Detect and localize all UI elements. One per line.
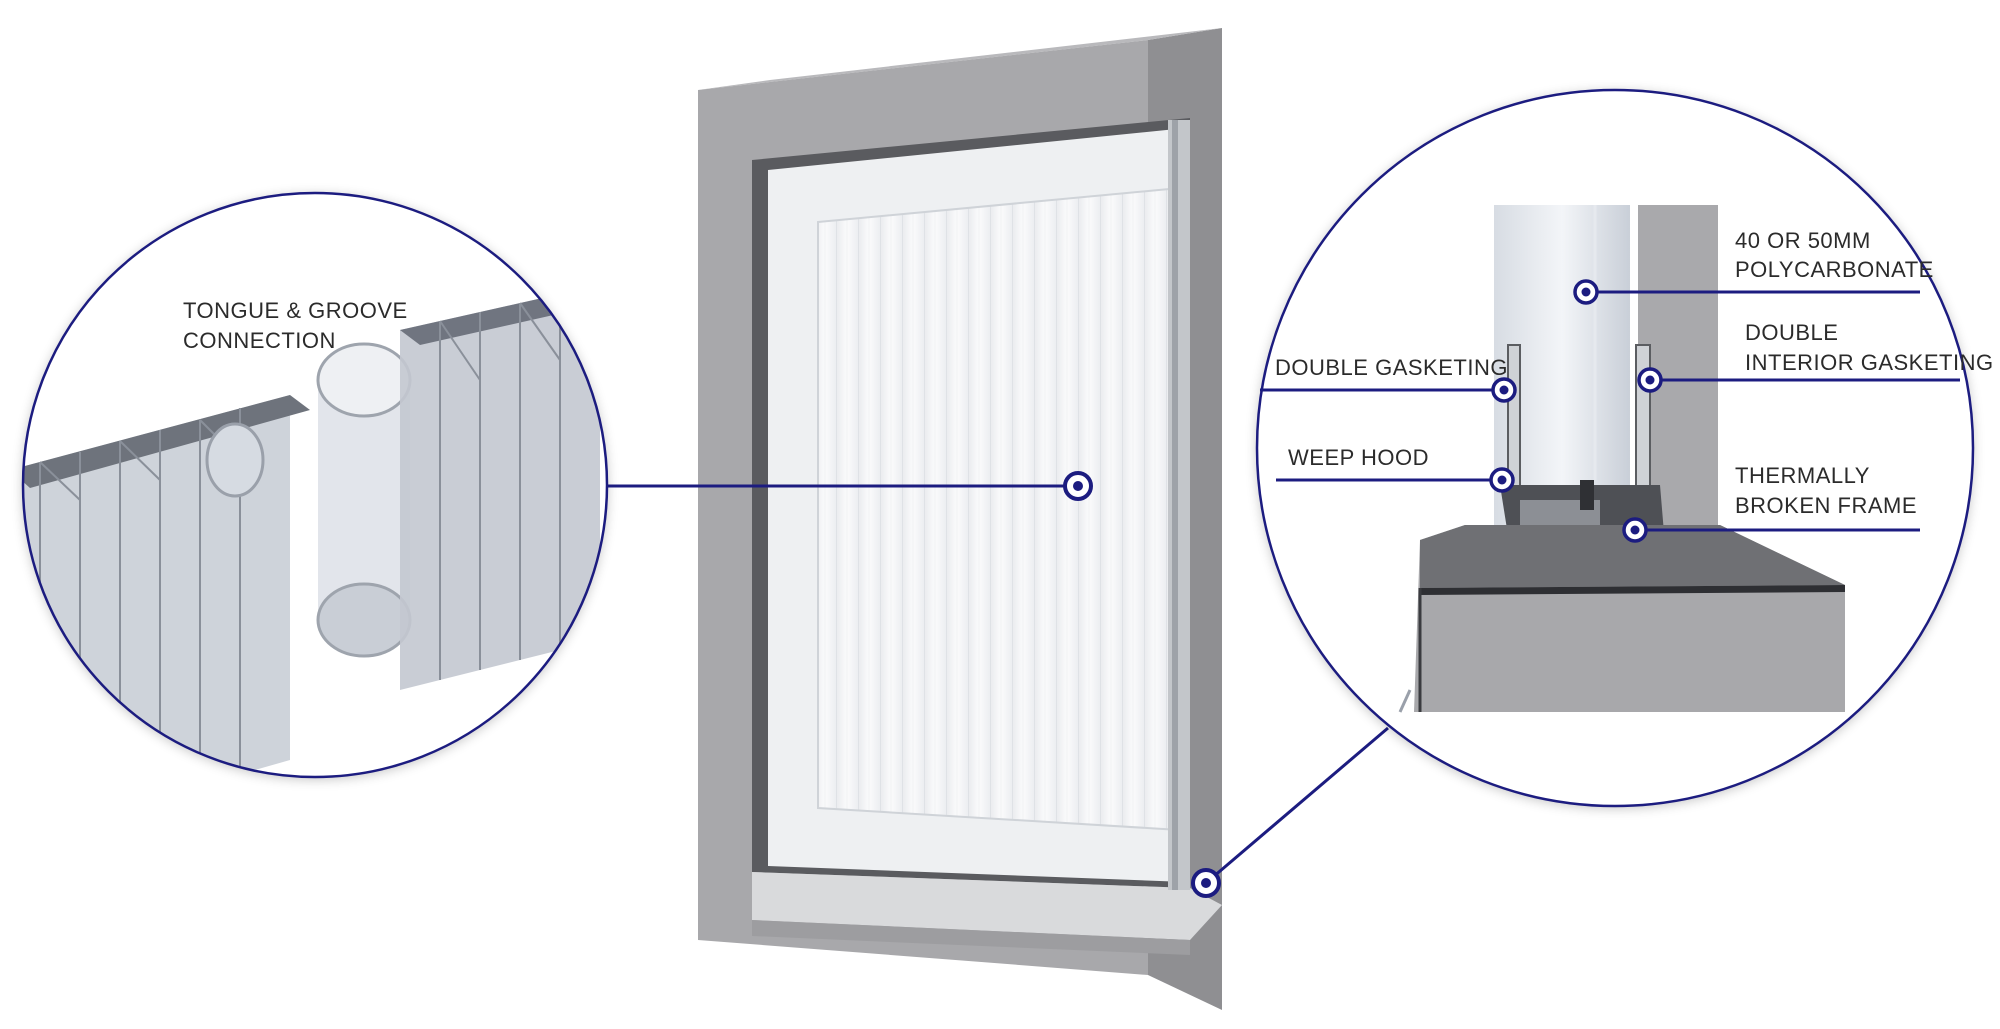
frame-section-callout: 40 OR 50MM POLYCARBONATE DOUBLE GASKETIN… xyxy=(1255,88,1994,808)
interior-gasketing-marker-icon xyxy=(1637,367,1663,393)
profile-edge xyxy=(1168,120,1190,890)
double-gasketing-label: DOUBLE GASKETING xyxy=(1275,355,1508,380)
connector-line-sill xyxy=(1205,726,1389,885)
double-interior-label-line2: INTERIOR GASKETING xyxy=(1745,350,1994,375)
window-illustration xyxy=(698,28,1222,1010)
tongue-groove-label: TONGUE & GROOVE xyxy=(183,298,408,323)
polycarbonate-panel xyxy=(818,188,1180,830)
polycarbonate-label: 40 OR 50MM xyxy=(1735,228,1871,253)
frame-callout-lines xyxy=(1260,290,1960,532)
weep-hood-label: WEEP HOOD xyxy=(1288,445,1429,470)
frame-section-illustration xyxy=(1398,205,1845,713)
sill xyxy=(752,872,1222,940)
tongue-groove-label-line2: CONNECTION xyxy=(183,328,336,353)
thermally-label: THERMALLY xyxy=(1735,463,1870,488)
frame-top-depth xyxy=(698,28,1222,90)
thermally-label-line2: BROKEN FRAME xyxy=(1735,493,1917,518)
polycarbonate-marker-icon xyxy=(1573,279,1599,305)
polycarbonate-label-line2: POLYCARBONATE xyxy=(1735,257,1934,282)
tongue-groove-callout: TONGUE & GROOVE CONNECTION xyxy=(21,191,609,779)
sill-marker-icon xyxy=(1191,868,1221,898)
weep-hood-marker-icon xyxy=(1489,467,1515,493)
double-gasketing-marker-icon xyxy=(1491,377,1517,403)
thermal-frame-marker-icon xyxy=(1622,517,1648,543)
panel-marker-icon xyxy=(1063,471,1093,501)
double-interior-label: DOUBLE xyxy=(1745,320,1838,345)
